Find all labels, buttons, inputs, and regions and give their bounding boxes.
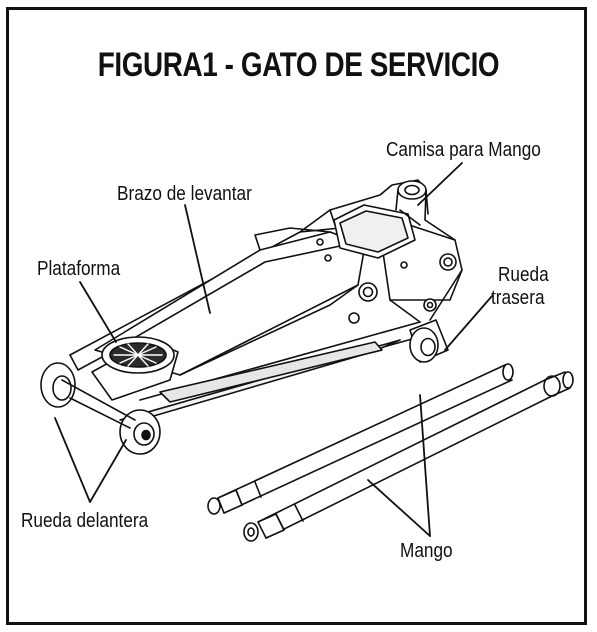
label-camisa-para-mango: Camisa para Mango xyxy=(386,139,541,161)
label-mango: Mango xyxy=(400,540,453,562)
label-plataforma: Plataforma xyxy=(37,258,121,280)
saddle-platform xyxy=(91,336,179,401)
handle-upper xyxy=(207,363,514,515)
label-rueda-trasera-line2: trasera xyxy=(491,287,545,309)
handle-socket xyxy=(333,180,429,259)
label-rueda-trasera-line1: Rueda xyxy=(498,264,549,286)
leader-lines xyxy=(54,162,493,537)
handle-lower xyxy=(243,371,574,542)
label-brazo-de-levantar: Brazo de levantar xyxy=(117,183,252,205)
jack-chassis xyxy=(69,179,463,421)
label-rueda-delantera: Rueda delantera xyxy=(21,510,149,532)
figure-title: FIGURA1 - GATO DE SERVICIO xyxy=(97,46,500,84)
bolts xyxy=(316,238,457,324)
front-wheels xyxy=(40,362,161,455)
rear-wheel xyxy=(409,298,449,363)
